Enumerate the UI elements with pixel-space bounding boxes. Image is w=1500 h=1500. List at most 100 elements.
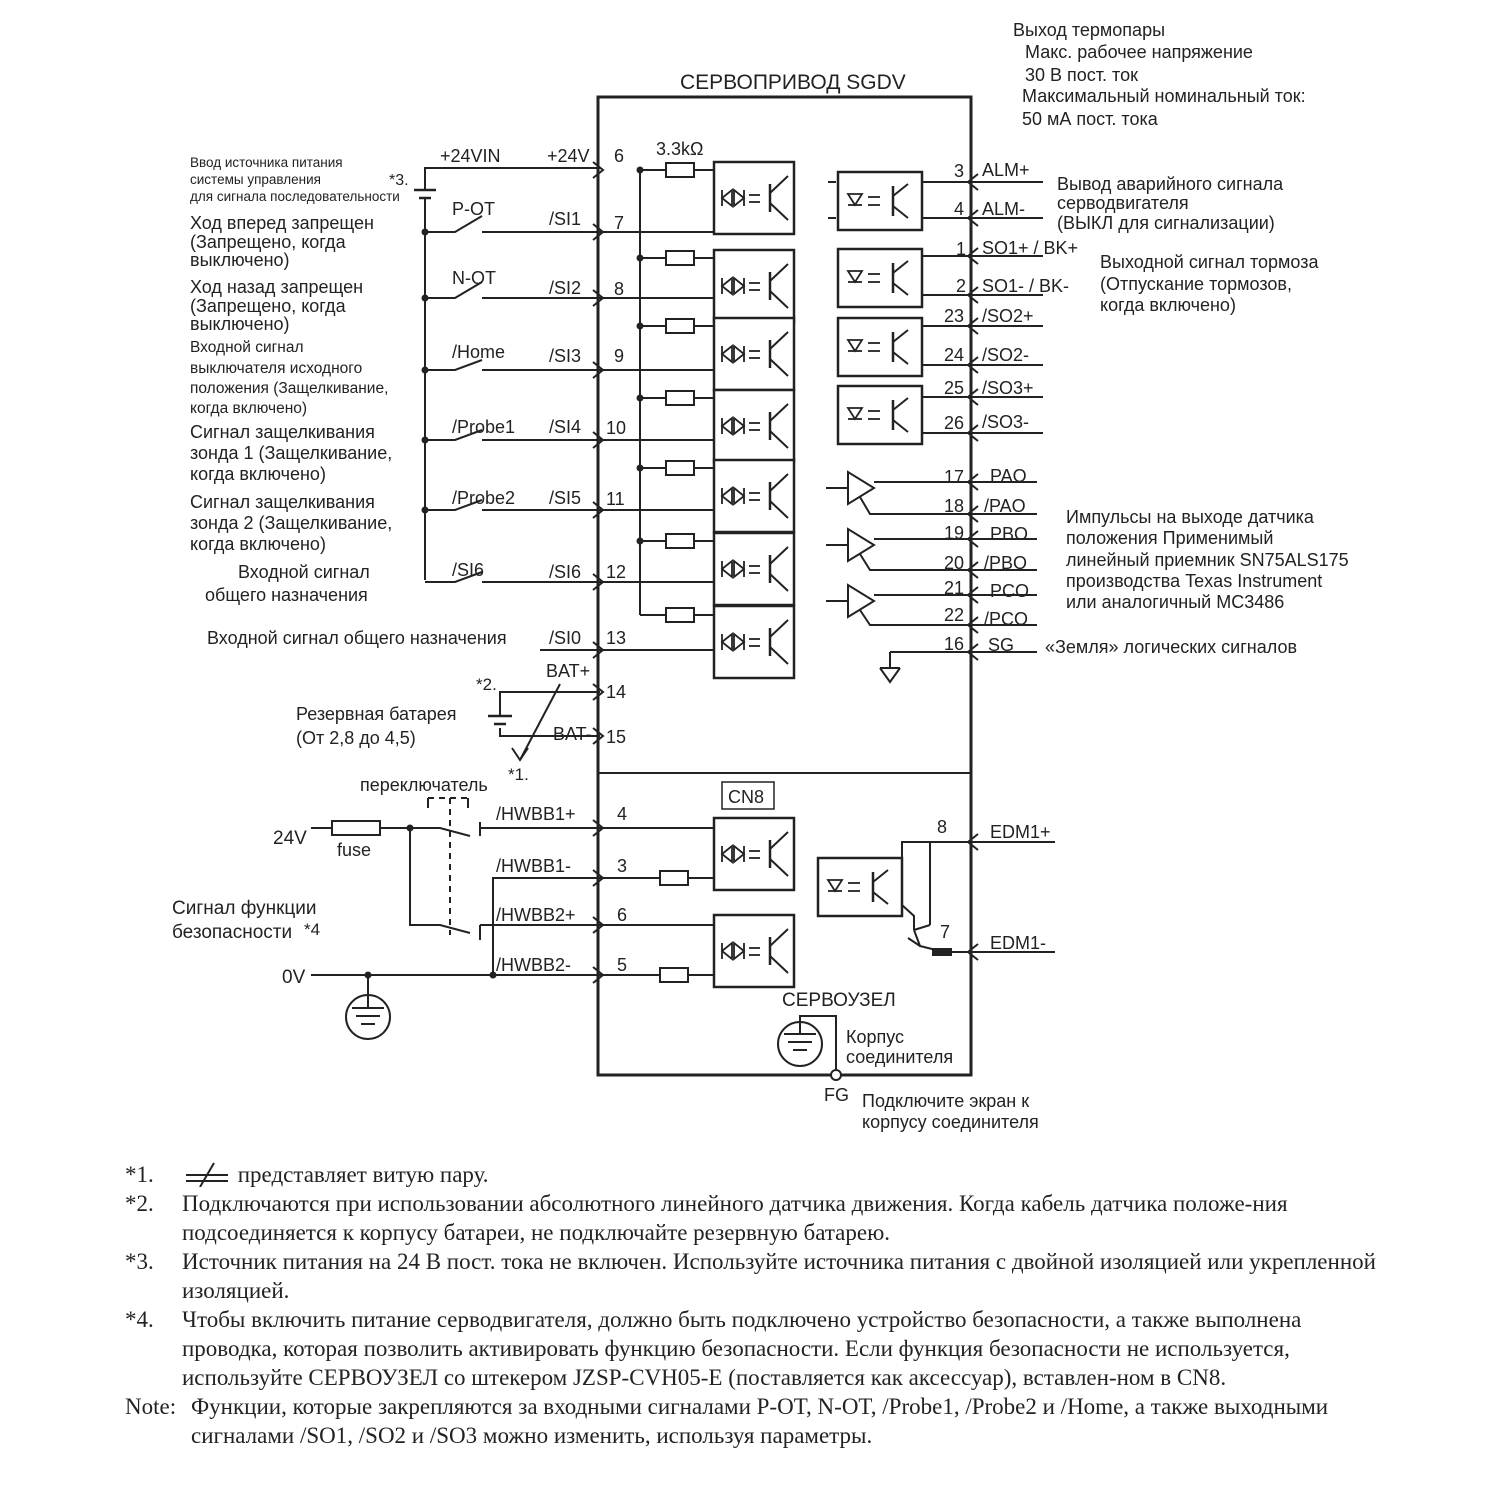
input-desc: Входной сигнал xyxy=(238,562,370,582)
output-section: 3 ALM+ 4 ALM- 1 SO1+ / BK+ 2 SO1- / BK- … xyxy=(828,160,1319,446)
battery-desc: Резервная батарея xyxy=(296,704,457,724)
enc-pin: 18 xyxy=(944,496,964,516)
switch-title: переключатель xyxy=(360,775,488,795)
enc-pin: 19 xyxy=(944,523,964,543)
encoder-desc: производства Texas Instrument xyxy=(1066,571,1322,591)
out-label: /SO3- xyxy=(982,412,1029,432)
shield-note: корпусу соединителя xyxy=(862,1112,1039,1132)
out-pin: 23 xyxy=(944,306,964,326)
power-ref: *3. xyxy=(389,172,409,189)
out-pin: 4 xyxy=(954,199,964,219)
encoder-desc: положения Применимый xyxy=(1066,528,1273,548)
connector-case: Корпус xyxy=(846,1027,904,1047)
opto-out-so2 xyxy=(836,316,924,378)
footnote: *4. Чтобы включить питание серводвигател… xyxy=(125,1305,1385,1392)
opto-in-si5 xyxy=(712,458,796,534)
safety-desc: Сигнал функции xyxy=(172,898,317,919)
enc-label: /PBO xyxy=(984,553,1027,573)
pin-number: 7 xyxy=(614,213,624,233)
opto-in-hwbb1 xyxy=(712,816,796,892)
edm-pin: 8 xyxy=(937,817,947,837)
signal-label: /SI6 xyxy=(549,562,581,582)
opto-out-alm xyxy=(836,170,924,232)
v0-label: 0V xyxy=(282,967,306,988)
alarm-desc: Вывод аварийного сигнала xyxy=(1057,174,1284,194)
thermo-line: 50 мА пост. тока xyxy=(1022,109,1159,129)
input-desc: выключено) xyxy=(190,314,290,334)
out-pin: 2 xyxy=(956,276,966,296)
input-desc: когда включено) xyxy=(190,464,326,484)
pin-number: 9 xyxy=(614,346,624,366)
thermo-line: Максимальный номинальный ток: xyxy=(1022,86,1306,106)
footnote-text: представляет витую пару. xyxy=(237,1162,489,1187)
shield-note: Подключите экран к xyxy=(862,1091,1029,1111)
battery-desc: (От 2,8 до 4,5) xyxy=(296,728,416,748)
footnotes: *1. представляет витую пару. *2. Подключ… xyxy=(125,1160,1385,1450)
footnote-mark: *4. xyxy=(125,1307,154,1332)
hwbb-label: /HWBB2+ xyxy=(496,905,576,925)
out-pin: 1 xyxy=(956,239,966,259)
enc-pin: 21 xyxy=(944,578,964,598)
opto-out-edm xyxy=(816,856,904,918)
opto-in-hwbb2 xyxy=(712,913,796,989)
opto-in-si3 xyxy=(712,316,796,392)
brake-desc: Выходной сигнал тормоза xyxy=(1100,252,1319,272)
out-label: /SO3+ xyxy=(982,378,1034,398)
input-desc: общего назначения xyxy=(205,585,368,605)
out-label: ALM- xyxy=(982,199,1025,219)
signal-label: /SI2 xyxy=(549,278,581,298)
cn8-box xyxy=(721,781,775,810)
pin-number: 13 xyxy=(606,628,626,648)
pin-number: 8 xyxy=(614,279,624,299)
enc-label: PAO xyxy=(990,466,1027,486)
thermo-line: Макс. рабочее напряжение xyxy=(1025,42,1253,62)
footnote-text: Подключаются при использовании абсолютно… xyxy=(182,1191,1288,1245)
hwbb-pin: 4 xyxy=(617,804,627,824)
edm-pin: 7 xyxy=(940,922,950,942)
hwbb-label: /HWBB1+ xyxy=(496,804,576,824)
opto-in-si0 xyxy=(712,604,796,680)
alarm-desc: серводвигателя xyxy=(1057,193,1189,213)
hwbb-pin: 5 xyxy=(617,955,627,975)
out-pin: 26 xyxy=(944,413,964,433)
resistor-label: 3.3kΩ xyxy=(656,139,703,159)
pin-number: 14 xyxy=(606,682,626,702)
encoder-desc: Импульсы на выходе датчика xyxy=(1066,507,1315,527)
fg-label: FG xyxy=(824,1085,849,1105)
footnote-mark: *2. xyxy=(125,1191,154,1216)
input-desc: (Запрещено, когда xyxy=(190,232,347,252)
ground-icon xyxy=(345,994,391,1040)
footnote: Note: Функции, которые закрепляются за в… xyxy=(125,1392,1385,1450)
enc-label: /PCO xyxy=(984,609,1028,629)
enc-label: /PAO xyxy=(984,496,1026,516)
enc-label: PBO xyxy=(990,524,1028,544)
bat-plus-label: BAT+ xyxy=(546,661,590,681)
brake-desc: когда включено) xyxy=(1100,295,1236,315)
signal-label: /SI3 xyxy=(549,346,581,366)
twisted-pair-icon xyxy=(186,1162,228,1187)
enc-pin: 22 xyxy=(944,605,964,625)
encoder-desc: или аналогичный MC3486 xyxy=(1066,592,1284,612)
input-desc: положения (Защелкивание, xyxy=(190,380,388,397)
edm-label: EDM1+ xyxy=(990,822,1051,842)
input-desc: когда включено) xyxy=(190,400,307,417)
input-desc: Ход вперед запрещен xyxy=(190,213,374,233)
servo-title: СЕРВОПРИВОД SGDV xyxy=(680,71,906,94)
switch-label: /Home xyxy=(452,342,505,362)
opto-in-si2 xyxy=(712,248,796,324)
switch-label: /Probe1 xyxy=(452,417,515,437)
backup-battery: *2. *1. Резервная батарея (От 2,8 до 4,5… xyxy=(296,661,626,784)
opto-in-si1 xyxy=(712,160,796,236)
footnote-text: Чтобы включить питание серводвигателя, д… xyxy=(182,1307,1302,1390)
hwbb-label: /HWBB1- xyxy=(496,856,571,876)
input-desc: Сигнал защелкивания xyxy=(190,492,375,512)
edm-label: EDM1- xyxy=(990,933,1046,953)
switch-label: N-OT xyxy=(452,268,496,288)
power-desc-line: для сигнала последовательности xyxy=(190,189,400,204)
out-label: SO1+ / BK+ xyxy=(982,238,1078,258)
out-pin: 24 xyxy=(944,345,964,365)
pin-number: 10 xyxy=(606,418,626,438)
safety-section: CN8 переключатель 24V fuse 0V Сигнал фун… xyxy=(172,775,1055,1132)
input-desc: Входной сигнал xyxy=(190,339,304,356)
